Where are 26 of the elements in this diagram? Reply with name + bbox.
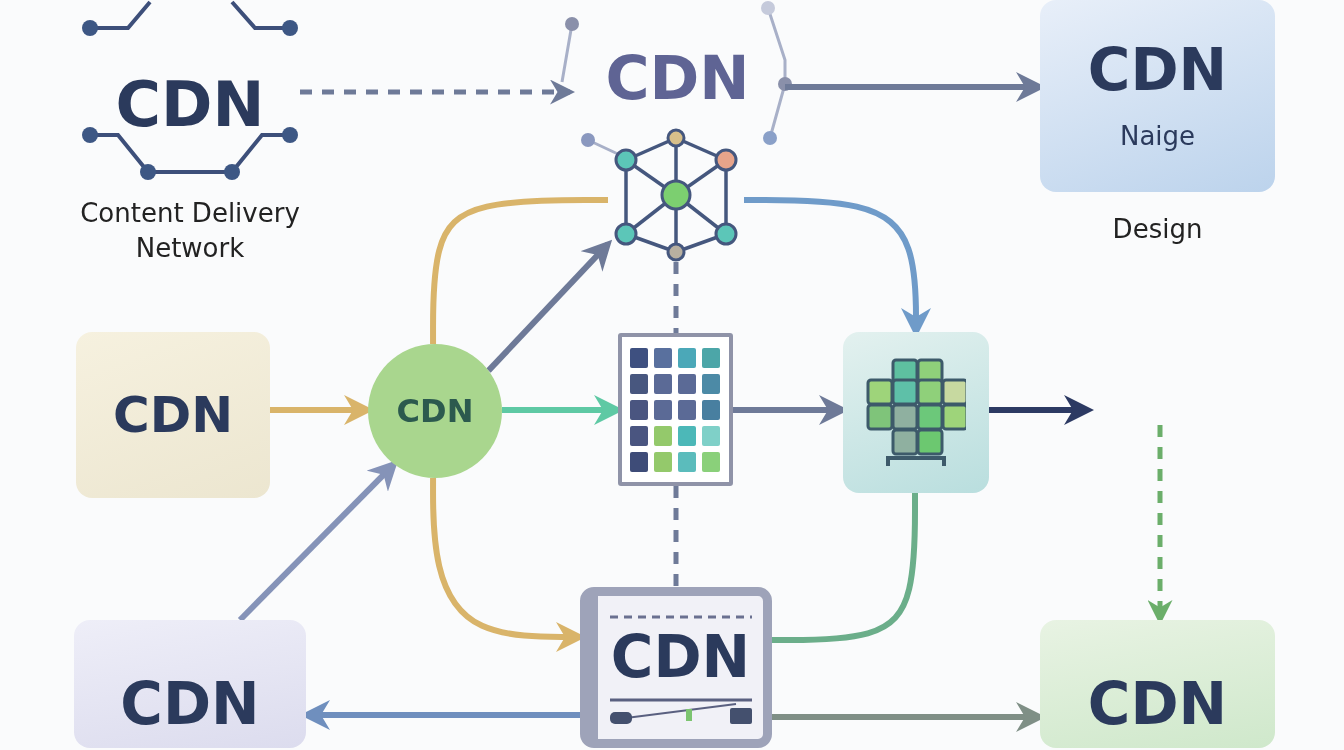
arrow xyxy=(237,459,399,623)
connector-line xyxy=(772,493,918,643)
node-title: CDN xyxy=(610,627,751,686)
node-subtitle: Naige xyxy=(1119,121,1196,151)
process-box xyxy=(1040,0,1275,192)
process-box xyxy=(843,332,989,493)
process-box xyxy=(74,620,306,748)
node-title: CDN xyxy=(115,74,265,136)
node-title: CDN xyxy=(1087,675,1228,733)
process-box xyxy=(76,332,270,498)
caption-text: Design xyxy=(1111,213,1204,246)
device-box xyxy=(580,587,772,748)
caption-text: Content Delivery Network xyxy=(79,197,301,266)
connector-line xyxy=(673,486,679,587)
connector-line xyxy=(673,262,679,333)
connector-line xyxy=(430,197,608,345)
arrow xyxy=(486,239,613,373)
node-title: CDN xyxy=(120,675,260,733)
node-title: CDN xyxy=(605,47,750,108)
arrow xyxy=(989,395,1094,425)
node-title: CDN xyxy=(396,395,474,427)
grid-panel xyxy=(618,333,733,486)
process-box xyxy=(1040,620,1275,748)
arrow xyxy=(300,79,575,105)
node-title: CDN xyxy=(1087,41,1228,99)
node-title: CDN xyxy=(112,390,233,440)
